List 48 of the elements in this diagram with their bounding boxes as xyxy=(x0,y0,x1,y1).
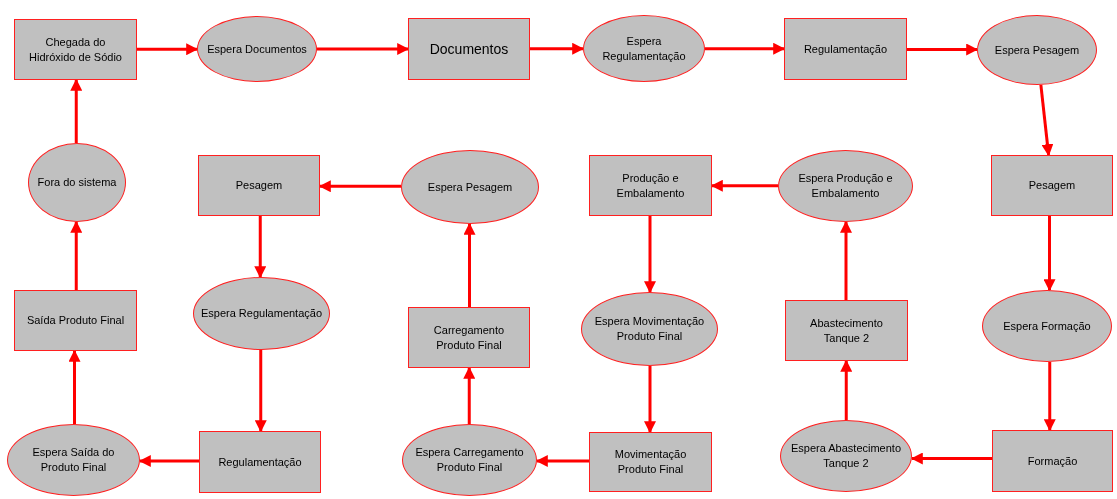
arrow xyxy=(70,78,83,143)
process-box: Movimentação Produto Final xyxy=(589,432,712,492)
arrow xyxy=(644,216,656,294)
wait-ellipse: Espera Carregamento Produto Final xyxy=(402,424,537,496)
arrow xyxy=(705,42,786,55)
wait-ellipse: Fora do sistema xyxy=(28,143,126,222)
process-box: Documentos xyxy=(408,18,530,80)
wait-ellipse: Espera Documentos xyxy=(197,16,317,82)
arrow xyxy=(910,452,992,465)
process-box: Formação xyxy=(992,430,1113,492)
wait-ellipse: Espera Pesagem xyxy=(977,15,1097,85)
arrow xyxy=(710,179,778,192)
arrow xyxy=(1043,216,1056,292)
arrow xyxy=(535,455,589,467)
wait-ellipse: Espera Regulamentação xyxy=(193,277,330,350)
arrow xyxy=(138,455,199,467)
wait-ellipse: Espera Pesagem xyxy=(401,150,539,224)
wait-ellipse: Espera Formação xyxy=(982,290,1112,362)
arrow xyxy=(318,180,401,193)
process-box: Abastecimento Tanque 2 xyxy=(785,300,908,361)
arrow xyxy=(254,216,267,279)
arrow xyxy=(1043,362,1056,432)
arrow xyxy=(530,42,585,55)
wait-ellipse: Espera Saída do Produto Final xyxy=(7,424,140,496)
arrow xyxy=(137,43,199,56)
wait-ellipse: Espera Movimentação Produto Final xyxy=(581,292,718,366)
wait-ellipse: Espera Produção e Embalamento xyxy=(778,150,913,222)
arrow xyxy=(70,220,83,290)
arrow xyxy=(1039,84,1054,157)
arrow xyxy=(254,350,267,433)
process-box: Produção e Embalamento xyxy=(589,155,712,216)
process-box: Regulamentação xyxy=(784,18,907,80)
arrow xyxy=(463,222,476,307)
wait-ellipse: Espera Regulamentação xyxy=(583,15,705,82)
arrow xyxy=(840,220,852,300)
arrow xyxy=(644,366,656,434)
process-box: Chegada do Hidróxido de Sódio xyxy=(14,19,137,80)
arrow xyxy=(463,366,476,424)
arrow xyxy=(907,43,979,56)
arrow xyxy=(840,359,853,420)
process-box: Pesagem xyxy=(991,155,1113,216)
arrow xyxy=(68,349,81,424)
wait-ellipse: Espera Abastecimento Tanque 2 xyxy=(780,420,912,492)
arrow xyxy=(317,43,410,55)
process-box: Carregamento Produto Final xyxy=(408,307,530,368)
process-box: Regulamentação xyxy=(199,431,321,493)
process-box: Saída Produto Final xyxy=(14,290,137,351)
process-box: Pesagem xyxy=(198,155,320,216)
